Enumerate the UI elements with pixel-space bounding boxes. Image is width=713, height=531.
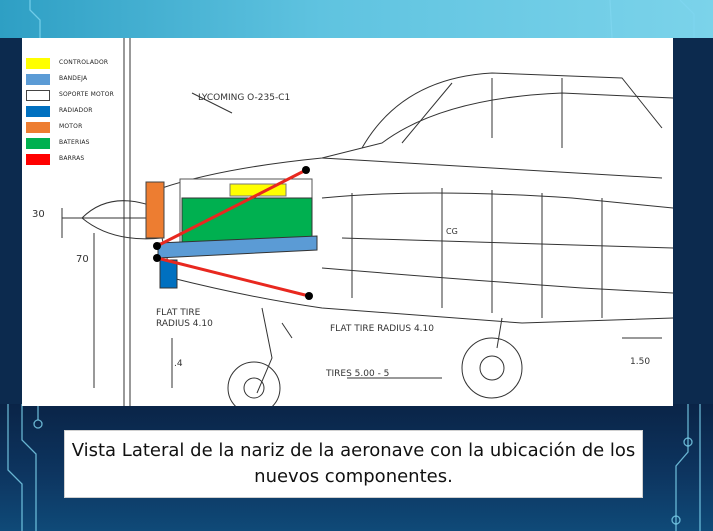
legend-item-motor: MOTOR: [26, 122, 226, 134]
lower-bar: [156, 256, 310, 298]
legend-swatch: [26, 58, 50, 69]
radiator-block: [159, 259, 178, 289]
header-band: [0, 0, 713, 38]
legend-item-bandeja: BANDEJA: [26, 74, 226, 86]
legend-swatch: [26, 74, 50, 85]
legend-label: CONTROLADOR: [59, 59, 109, 66]
legend-swatch: [26, 106, 50, 117]
legend-label: MOTOR: [59, 123, 83, 130]
cg-label: CG: [446, 227, 458, 236]
legend-swatch: [26, 122, 50, 133]
tray-block: [157, 235, 318, 259]
legend-swatch: [26, 138, 50, 149]
bar-node: [153, 242, 161, 250]
flat-tire-left-label: FLAT TIRE: [156, 308, 201, 318]
tires-label: TIRES 5.00 - 5: [325, 369, 389, 379]
flat-tire-right-label: FLAT TIRE RADIUS 4.10: [330, 324, 434, 334]
dim-150-label: 1.50: [630, 357, 650, 367]
caption-box: Vista Lateral de la nariz de la aeronave…: [64, 430, 643, 498]
legend-item-baterias: BATERIAS: [26, 138, 226, 150]
legend-swatch: [26, 90, 50, 101]
legend-item-radiador: RADIADOR: [26, 106, 226, 118]
legend-swatch: [26, 154, 50, 165]
legend-label: BANDEJA: [59, 75, 88, 82]
bar-node: [153, 254, 161, 262]
dim-70-label: 70: [76, 254, 89, 265]
legend-label: RADIADOR: [59, 107, 93, 114]
engine-model-label: LYCOMING O-235-C1: [198, 93, 290, 103]
legend-label: SOPORTE MOTOR: [59, 91, 115, 98]
bar-node: [302, 166, 310, 174]
dim-30-label: 30: [32, 209, 45, 220]
bar-node: [305, 292, 313, 300]
aircraft-side-view: LYCOMING O-235-C1 FLAT TIRE RADIUS 4.10 …: [32, 38, 673, 406]
upper-bar: [156, 168, 307, 248]
legend-item-barras: BARRAS: [26, 154, 226, 166]
technical-drawing: LYCOMING O-235-C1 FLAT TIRE RADIUS 4.10 …: [22, 38, 673, 406]
legend-label: BARRAS: [59, 155, 85, 162]
dim-4-label: .4: [174, 359, 183, 369]
legend-item-controlador: CONTROLADOR: [26, 58, 226, 70]
flat-tire-left-radius-label: RADIUS 4.10: [156, 319, 213, 329]
caption-text: Vista Lateral de la nariz de la aeronave…: [71, 440, 636, 487]
legend-item-soporte-motor: SOPORTE MOTOR: [26, 90, 226, 102]
motor-block: [145, 181, 165, 239]
legend-label: BATERIAS: [59, 139, 90, 146]
